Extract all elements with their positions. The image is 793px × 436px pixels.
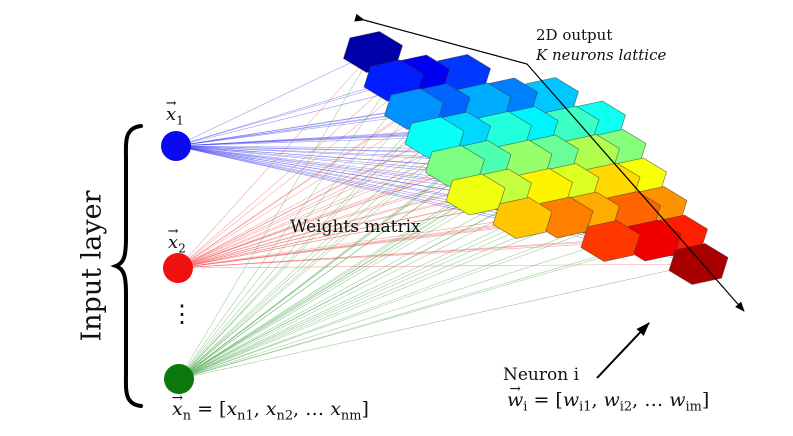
output-label-line1: 2D output	[536, 26, 613, 44]
output-label-line2: K neurons lattice	[536, 46, 667, 64]
neuron-lattice	[343, 31, 729, 285]
neuron-i-label: Neuron i	[503, 365, 580, 385]
input-1-symbol: x	[166, 106, 176, 124]
input-node-3	[164, 364, 194, 394]
input-1-label: x1	[166, 106, 184, 128]
weight-vector-formula: wi = [wi1, wi2, … wim]	[507, 391, 709, 414]
input-node-2	[163, 253, 193, 283]
input-1-subscript: 1	[176, 113, 184, 128]
lattice-extent-arrow	[354, 13, 745, 312]
ellipsis-dots: ⋮	[170, 300, 194, 328]
neuron-hex-r5-c5	[668, 243, 729, 285]
input-layer-brace	[110, 124, 143, 408]
input-2-label: x2	[168, 234, 186, 256]
input-2-subscript: 2	[178, 241, 186, 256]
neuron-pointer-arrow	[596, 322, 650, 379]
input-node-1	[161, 131, 191, 161]
input-vector-formula: xn = [xn1, xn2, … xnm]	[172, 400, 369, 423]
weights-matrix-label: Weights matrix	[290, 217, 421, 237]
input-2-symbol: x	[168, 234, 178, 252]
input-nodes	[161, 131, 194, 394]
input-layer-label: Input layer	[76, 190, 108, 342]
